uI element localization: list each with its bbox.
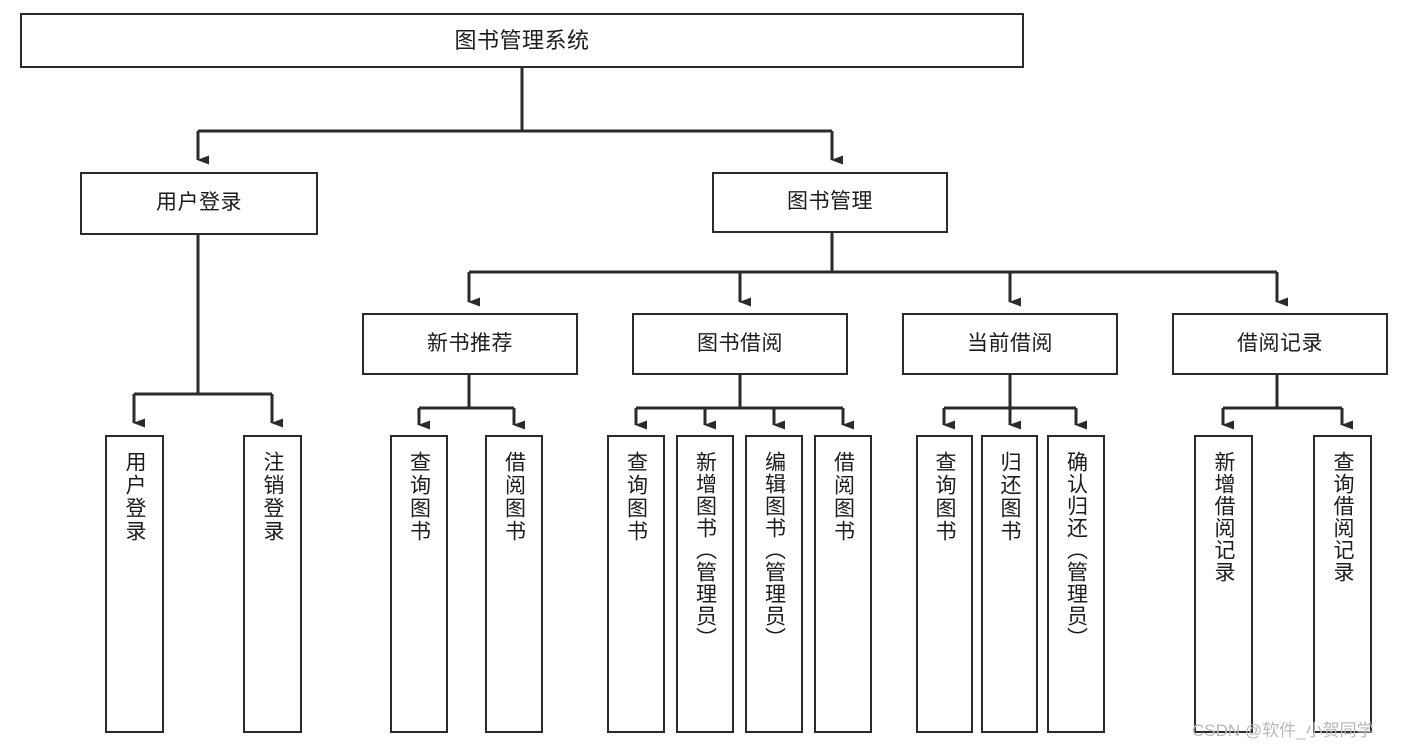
leaf-borrow-book-recommend-label: 借阅图书 bbox=[502, 451, 526, 543]
leaf-query-book-borrow-label: 查询图书 bbox=[624, 451, 648, 543]
leaf-query-book-current[interactable]: 查询图书 bbox=[916, 435, 973, 733]
leaf-add-borrow-record-label: 新增借阅记录 bbox=[1212, 451, 1235, 583]
node-user-login-label: 用户登录 bbox=[156, 191, 242, 215]
node-borrow-record-label: 借阅记录 bbox=[1237, 331, 1323, 355]
leaf-logout[interactable]: 注销登录 bbox=[243, 435, 302, 733]
node-borrow-record[interactable]: 借阅记录 bbox=[1172, 313, 1388, 375]
leaf-user-login[interactable]: 用户登录 bbox=[105, 435, 164, 733]
leaf-query-book-current-label: 查询图书 bbox=[933, 451, 956, 543]
leaf-query-borrow-record-label: 查询借阅记录 bbox=[1331, 451, 1354, 583]
leaf-edit-book-admin-label: 编辑图书（管理员） bbox=[762, 451, 786, 649]
leaf-confirm-return-admin[interactable]: 确认归还（管理员） bbox=[1047, 435, 1105, 733]
node-root-system[interactable]: 图书管理系统 bbox=[20, 13, 1024, 68]
node-book-management-label: 图书管理 bbox=[787, 190, 873, 214]
leaf-return-book-label: 归还图书 bbox=[998, 451, 1021, 543]
node-root-system-label: 图书管理系统 bbox=[454, 27, 590, 53]
leaf-user-login-label: 用户登录 bbox=[123, 451, 146, 543]
leaf-edit-book-admin[interactable]: 编辑图书（管理员） bbox=[745, 435, 803, 733]
node-new-book-recommend-label: 新书推荐 bbox=[427, 331, 513, 355]
node-current-borrow-label: 当前借阅 bbox=[967, 331, 1053, 355]
leaf-add-book-admin-label: 新增图书（管理员） bbox=[693, 451, 717, 649]
leaf-query-borrow-record[interactable]: 查询借阅记录 bbox=[1313, 435, 1372, 733]
node-book-management[interactable]: 图书管理 bbox=[712, 172, 948, 233]
leaf-query-book-borrow[interactable]: 查询图书 bbox=[607, 435, 665, 733]
node-book-borrow-label: 图书借阅 bbox=[697, 331, 783, 355]
leaf-return-book[interactable]: 归还图书 bbox=[981, 435, 1038, 733]
leaf-logout-label: 注销登录 bbox=[261, 451, 284, 543]
node-current-borrow[interactable]: 当前借阅 bbox=[902, 313, 1118, 375]
node-new-book-recommend[interactable]: 新书推荐 bbox=[362, 313, 578, 375]
leaf-query-book-recommend-label: 查询图书 bbox=[407, 451, 431, 543]
leaf-confirm-return-admin-label: 确认归还（管理员） bbox=[1064, 451, 1088, 649]
leaf-borrow-book[interactable]: 借阅图书 bbox=[814, 435, 872, 733]
leaf-borrow-book-recommend[interactable]: 借阅图书 bbox=[485, 435, 543, 733]
leaf-add-borrow-record[interactable]: 新增借阅记录 bbox=[1194, 435, 1253, 733]
node-book-borrow[interactable]: 图书借阅 bbox=[632, 313, 848, 375]
watermark-text: CSDN @软件_小贺同学 bbox=[1192, 721, 1374, 740]
leaf-query-book-recommend[interactable]: 查询图书 bbox=[390, 435, 448, 733]
leaf-add-book-admin[interactable]: 新增图书（管理员） bbox=[676, 435, 734, 733]
node-user-login[interactable]: 用户登录 bbox=[80, 172, 318, 235]
leaf-borrow-book-label: 借阅图书 bbox=[831, 451, 855, 543]
